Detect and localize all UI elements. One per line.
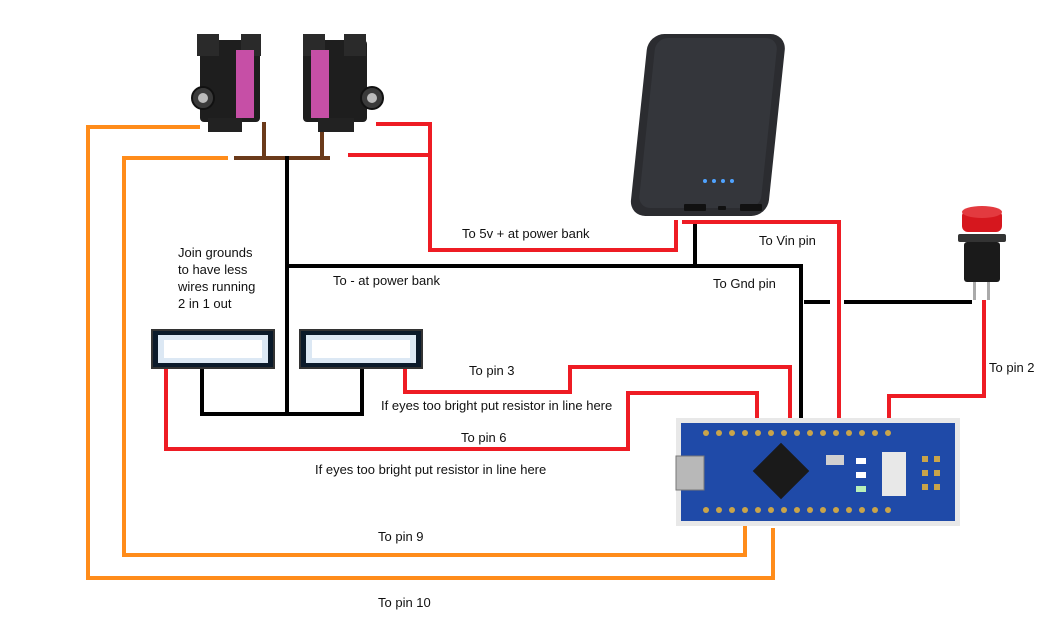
wire-pin6-red	[164, 364, 759, 451]
join-note-line-2: to have less	[178, 262, 248, 277]
power-bank	[630, 34, 785, 216]
label-resistor-note-1: If eyes too bright put resistor in line …	[381, 398, 612, 413]
label-to-pin10: To pin 10	[378, 595, 431, 610]
arduino-nano	[675, 418, 960, 526]
label-to-gnd: To Gnd pin	[713, 276, 776, 291]
wire-pin2-red	[887, 300, 986, 422]
icsp-header	[922, 456, 940, 490]
servo-left	[191, 34, 261, 132]
wires	[86, 122, 986, 580]
led-right	[299, 329, 423, 369]
wire-pin10-orange	[86, 125, 775, 580]
servo-left-label	[236, 50, 254, 118]
wire-pin3-red	[403, 364, 792, 422]
led-left	[151, 329, 275, 369]
join-note-line-3: wires running	[178, 279, 256, 294]
join-note-line-4: 2 in 1 out	[178, 296, 232, 311]
join-grounds-note: Join grounds to have less wires running …	[178, 244, 288, 312]
wire-servo-5v-red	[376, 122, 678, 252]
wire-led-left-ground	[200, 364, 364, 416]
arduino-header-bottom	[703, 507, 891, 513]
power-bank-led-icon	[703, 179, 707, 183]
label-to-5v: To 5v + at power bank	[462, 226, 590, 241]
join-note-line-1: Join grounds	[178, 245, 253, 260]
wire-pin9-orange	[122, 156, 747, 557]
label-to-vin: To Vin pin	[759, 233, 816, 248]
label-to-pin3: To pin 3	[469, 363, 515, 378]
label-to-pin6: To pin 6	[461, 430, 507, 445]
label-to-minus: To - at power bank	[333, 273, 440, 288]
servo-right-label	[311, 50, 329, 118]
label-resistor-note-2: If eyes too bright put resistor in line …	[315, 462, 546, 477]
wire-gnd-pin	[693, 264, 803, 422]
label-to-pin2: To pin 2	[989, 360, 1035, 375]
wire-vin-red	[682, 220, 841, 422]
label-to-pin9: To pin 9	[378, 529, 424, 544]
usb-port-icon	[675, 455, 705, 491]
arduino-header-top	[703, 430, 891, 436]
push-button	[958, 206, 1006, 300]
servo-right	[303, 34, 384, 132]
